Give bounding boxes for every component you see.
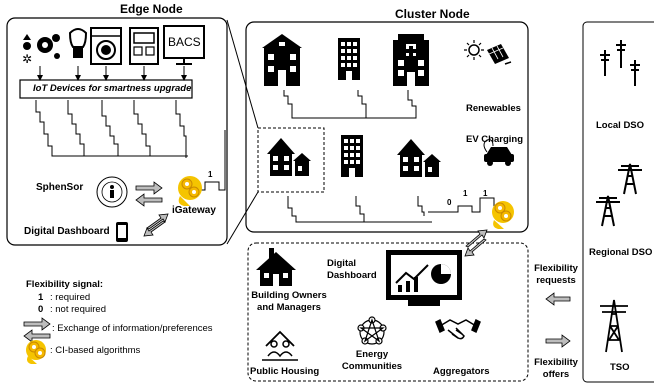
smart-meter-icon: [129, 27, 159, 65]
bit-one-cluster: 1: [463, 189, 468, 198]
cluster-node-panel: [245, 21, 529, 233]
ev-charging-label: EV Charging: [466, 134, 524, 145]
exchange-arrow-cluster-dashboard: [464, 229, 488, 257]
regional-dso-pylon-1: [617, 163, 643, 195]
grid-operators-panel: [582, 21, 654, 383]
flexibility-request-arrow: [545, 292, 571, 306]
legend-ci-text: : CI-based algorithms: [50, 345, 141, 356]
sphensor-label: SphenSor: [36, 182, 84, 193]
flexibility-requests-label: Flexibility requests: [534, 263, 578, 287]
school-building-icon: [262, 34, 302, 86]
stakeholder-digital-dashboard-label: Digital Dashboard: [327, 258, 377, 282]
tso-label: TSO: [610, 362, 630, 373]
legend-one-key: 1: [38, 292, 44, 303]
building-owners-line2: and Managers: [257, 302, 321, 313]
bit-one-cluster-2: 1: [483, 189, 488, 198]
edge-node-panel: [6, 17, 228, 246]
handshake-icon: [435, 318, 481, 340]
renewables-icon: [464, 40, 512, 65]
regional-dso-label: Regional DSO: [589, 247, 653, 258]
bit-zero-cluster: 0: [447, 198, 452, 207]
stakeholders-panel: [247, 242, 529, 382]
zoom-line-top: [226, 19, 259, 129]
energy-communities-label: Energy Communities: [340, 349, 404, 373]
washing-machine-icon: [90, 27, 122, 65]
zoomed-house-box: [257, 127, 325, 193]
legend-exchange-text: : Exchange of information/preferences: [52, 323, 213, 334]
flexibility-offers-label: Flexibility offers: [534, 357, 578, 381]
ev-charging-icon: [483, 139, 514, 166]
edge-digital-dashboard-label: Digital Dashboard: [24, 226, 110, 237]
bacs-monitor-icon: [163, 25, 205, 65]
local-dso-label: Local DSO: [596, 120, 645, 131]
digital-dashboard-line1: Digital: [327, 258, 357, 269]
legend-title: Flexibility signal:: [26, 279, 104, 290]
house-icon-zoomed: [267, 138, 311, 176]
igateway-cluster-head-icon: [492, 201, 514, 229]
flexibility-offers-line2: offers: [542, 369, 570, 380]
building-owners-icon: [256, 248, 296, 286]
legend-zero-key: 0: [38, 304, 44, 315]
energy-communities-line2: Communities: [341, 361, 403, 372]
regional-dso-pylon-2: [595, 195, 621, 227]
local-dso-pole-icon: [600, 40, 640, 86]
office-building-icon: [338, 38, 360, 80]
house-icon: [397, 139, 441, 177]
hvac-icon: ✲: [22, 34, 60, 66]
aggregators-label: Aggregators: [433, 366, 490, 377]
bacs-label: BACS: [168, 35, 201, 49]
sphensor-device: [96, 176, 128, 208]
legend-ci-icon: [26, 340, 46, 364]
building-owners-label: Building Owners and Managers: [249, 290, 329, 314]
cluster-node-title: Cluster Node: [395, 7, 470, 21]
flexibility-requests-line2: requests: [536, 275, 576, 286]
apartment-building-icon: [341, 135, 363, 177]
legend-one-text: : required: [50, 292, 91, 303]
flexibility-offer-arrow: [545, 334, 571, 348]
hospital-icon: [393, 34, 429, 86]
svg-text:✲: ✲: [22, 52, 32, 66]
light-bulb-icon: [68, 28, 88, 58]
exchange-arrow-sphensor: [135, 181, 163, 207]
public-housing-icon: [262, 330, 298, 361]
energy-communities-icon: [357, 316, 387, 345]
zoom-line-bottom: [226, 191, 259, 245]
renewables-label: Renewables: [466, 103, 521, 114]
legend-zero-text: : not required: [50, 304, 106, 315]
tso-pylon-icon: [600, 299, 628, 353]
flexibility-requests-line1: Flexibility: [534, 263, 578, 274]
legend-exchange-arrow: [23, 317, 51, 343]
flexibility-offers-line1: Flexibility: [534, 357, 578, 368]
igateway-head-icon: [178, 176, 202, 206]
building-owners-line1: Building Owners: [251, 290, 327, 301]
cluster-signal-lines: [283, 90, 500, 223]
iot-bar-label: IoT Devices for smartness upgrade: [33, 83, 192, 94]
energy-communities-line1: Energy: [355, 349, 389, 360]
monitor-dashboard-icon: [386, 250, 462, 306]
edge-signal-lines: [35, 100, 226, 191]
igateway-label: iGateway: [172, 205, 216, 216]
bit-one-edge: 1: [208, 170, 213, 179]
edge-node-title: Edge Node: [120, 2, 183, 16]
exchange-arrow-dashboard: [143, 213, 169, 237]
public-housing-label: Public Housing: [250, 366, 320, 377]
digital-dashboard-line2: Dashboard: [327, 270, 377, 281]
